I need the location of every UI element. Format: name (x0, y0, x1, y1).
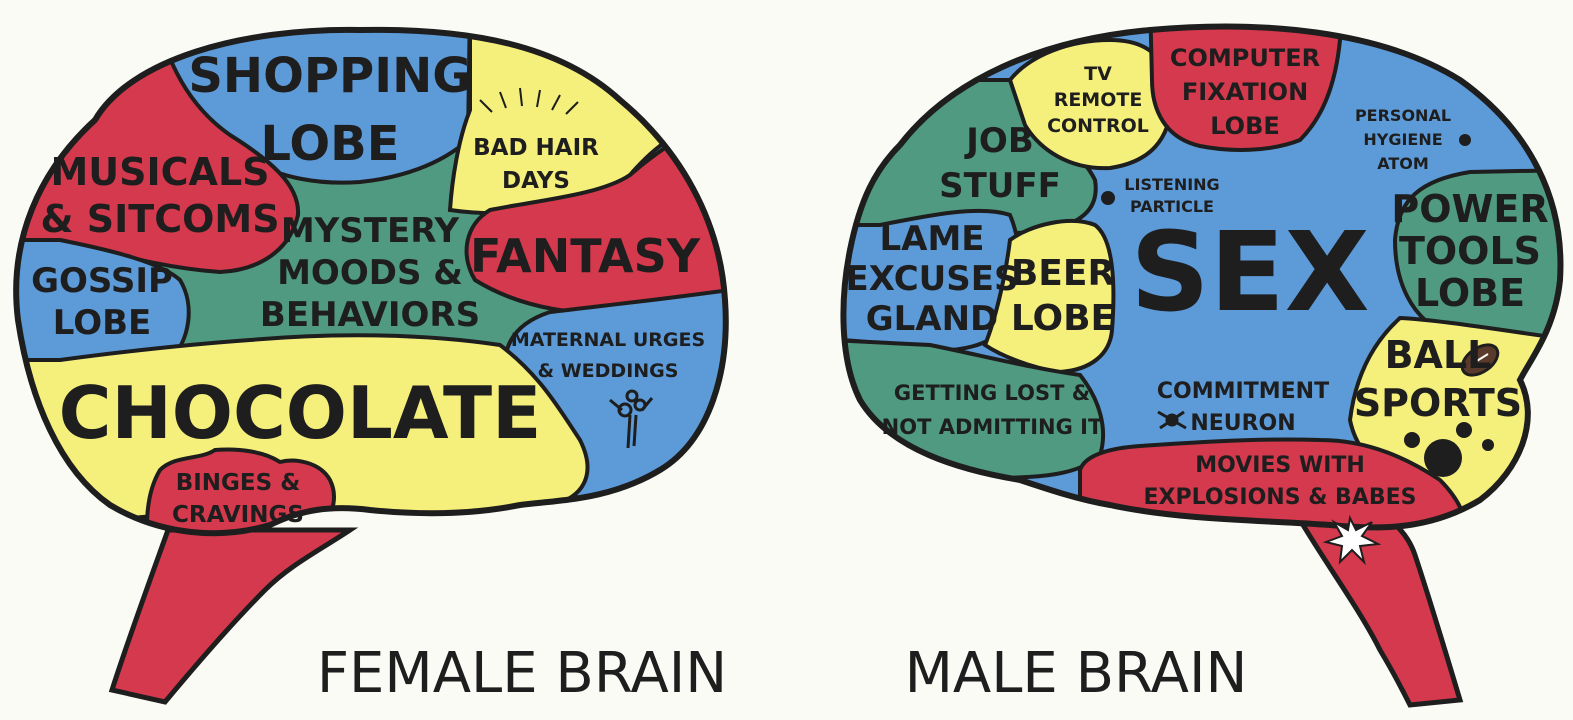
svg-text:LISTENING: LISTENING (1124, 175, 1219, 194)
label-maternal-urges: MATERNAL URGES & WEDDINGS (511, 329, 705, 382)
svg-text:STUFF: STUFF (939, 166, 1061, 206)
svg-text:LOBE: LOBE (1210, 112, 1280, 140)
svg-text:GLAND: GLAND (866, 299, 999, 339)
svg-text:CHOCOLATE: CHOCOLATE (59, 371, 542, 455)
hygiene-atom-dot-icon (1459, 134, 1471, 146)
svg-text:TV: TV (1084, 63, 1112, 85)
svg-text:BEER: BEER (1011, 253, 1115, 294)
football-icon (1460, 343, 1500, 377)
svg-text:CONTROL: CONTROL (1047, 115, 1149, 137)
svg-text:& SITCOMS: & SITCOMS (40, 197, 279, 241)
region-movies-explosions (1078, 437, 1473, 528)
label-fantasy: FANTASY (470, 229, 701, 283)
bouquet-icon (609, 389, 654, 449)
male-brain-caption: MALE BRAIN (905, 641, 1248, 706)
svg-text:MATERNAL URGES: MATERNAL URGES (511, 329, 705, 351)
svg-text:NEURON: NEURON (1190, 411, 1295, 436)
label-lame-excuses: LAME EXCUSES GLAND (846, 219, 1019, 339)
svg-text:DAYS: DAYS (502, 168, 570, 194)
label-sex: SEX (1130, 208, 1369, 336)
svg-text:LOBE: LOBE (1011, 298, 1115, 339)
label-job-stuff: JOB STUFF (939, 121, 1061, 206)
neuron-icon (1157, 410, 1187, 430)
svg-text:GOSSIP: GOSSIP (31, 261, 173, 301)
svg-text:FANTASY: FANTASY (470, 229, 701, 283)
balls-icon (1404, 422, 1494, 477)
label-ball-sports: BALL SPORTS (1354, 333, 1522, 425)
region-computer-fixation (1147, 26, 1342, 152)
svg-text:REMOTE: REMOTE (1054, 89, 1143, 111)
label-beer-lobe: BEER LOBE (1011, 253, 1115, 339)
svg-text:NOT ADMITTING IT: NOT ADMITTING IT (882, 415, 1103, 439)
svg-text:SPORTS: SPORTS (1354, 381, 1522, 425)
svg-text:ATOM: ATOM (1377, 154, 1429, 173)
svg-text:BAD HAIR: BAD HAIR (473, 135, 599, 161)
label-chocolate: CHOCOLATE (59, 371, 542, 455)
male-brain-stem (1295, 517, 1464, 708)
female-brain: SHOPPING LOBE BAD HAIR DAYS MUSICALS & S… (13, 26, 729, 706)
svg-text:MUSICALS: MUSICALS (50, 150, 269, 194)
svg-text:& WEDDINGS: & WEDDINGS (538, 360, 679, 382)
explosion-icon (1322, 514, 1382, 566)
female-brain-outline (13, 26, 729, 537)
svg-text:EXPLOSIONS & BABES: EXPLOSIONS & BABES (1144, 485, 1417, 510)
label-listening-particle: LISTENING PARTICLE (1124, 175, 1219, 216)
female-brain-stem (108, 527, 359, 705)
svg-text:COMPUTER: COMPUTER (1170, 44, 1320, 72)
label-tv-remote: TV REMOTE CONTROL (1047, 63, 1149, 137)
listening-particle-dot-icon (1101, 191, 1115, 205)
label-shopping-lobe: SHOPPING LOBE (188, 48, 471, 172)
label-computer-fixation: COMPUTER FIXATION LOBE (1170, 44, 1320, 140)
female-brain-caption: FEMALE BRAIN (317, 641, 727, 706)
label-power-tools: POWER TOOLS LOBE (1391, 187, 1548, 315)
svg-text:TOOLS: TOOLS (1399, 229, 1541, 273)
svg-text:EXCUSES: EXCUSES (846, 259, 1019, 299)
svg-text:HYGIENE: HYGIENE (1363, 130, 1442, 149)
label-commitment-neuron: COMMITMENT NEURON (1157, 379, 1329, 436)
svg-text:PARTICLE: PARTICLE (1130, 197, 1214, 216)
svg-text:COMMITMENT: COMMITMENT (1157, 379, 1329, 404)
svg-text:LOBE: LOBE (53, 303, 152, 343)
svg-text:BALL: BALL (1385, 333, 1492, 377)
male-brain-outline (840, 23, 1564, 531)
region-beer-lobe (982, 218, 1116, 375)
svg-text:FIXATION: FIXATION (1182, 78, 1308, 106)
label-mystery-moods: MYSTERY MOODS & BEHAVIORS (260, 211, 480, 335)
svg-text:BEHAVIORS: BEHAVIORS (260, 295, 480, 335)
label-getting-lost: GETTING LOST & NOT ADMITTING IT (882, 381, 1103, 439)
svg-text:MOVIES WITH: MOVIES WITH (1195, 453, 1365, 478)
label-gossip-lobe: GOSSIP LOBE (31, 261, 173, 343)
svg-text:LAME: LAME (879, 219, 984, 259)
male-brain: TV REMOTE CONTROL COMPUTER FIXATION LOBE… (840, 23, 1564, 708)
svg-text:POWER: POWER (1391, 187, 1548, 231)
label-binges-cravings: BINGES & CRAVINGS (172, 470, 304, 528)
label-movies-explosions: MOVIES WITH EXPLOSIONS & BABES (1144, 453, 1417, 510)
svg-text:CRAVINGS: CRAVINGS (172, 502, 304, 528)
svg-text:MYSTERY: MYSTERY (281, 211, 460, 251)
svg-text:SHOPPING: SHOPPING (188, 48, 471, 104)
svg-text:GETTING LOST &: GETTING LOST & (894, 381, 1090, 405)
svg-text:BINGES &: BINGES & (176, 470, 301, 496)
label-bad-hair-days: BAD HAIR DAYS (473, 135, 599, 194)
label-musicals-sitcoms: MUSICALS & SITCOMS (40, 150, 279, 241)
sparkle-lines-icon (479, 87, 579, 115)
label-personal-hygiene: PERSONAL HYGIENE ATOM (1355, 106, 1451, 173)
svg-text:PERSONAL: PERSONAL (1355, 106, 1451, 125)
svg-text:LOBE: LOBE (1415, 271, 1525, 315)
svg-text:LOBE: LOBE (260, 116, 399, 172)
svg-text:JOB: JOB (964, 121, 1033, 161)
svg-text:MOODS &: MOODS & (277, 253, 463, 293)
svg-text:SEX: SEX (1130, 208, 1369, 336)
